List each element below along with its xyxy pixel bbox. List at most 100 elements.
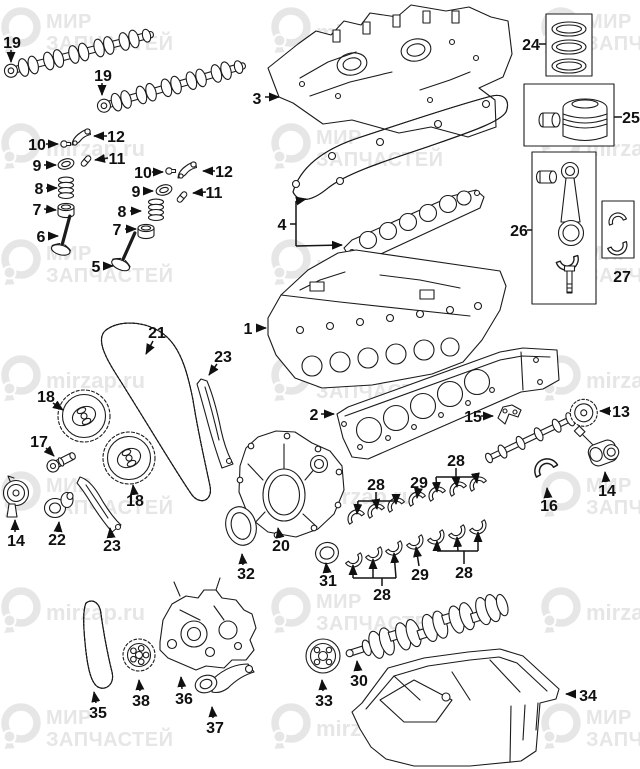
part-number-label: 9: [132, 184, 141, 201]
callout-28-bearings-lower-left: 28: [348, 552, 400, 604]
part-balance-shaft: [484, 398, 598, 464]
callout-4-gaskets: 4: [278, 196, 343, 250]
callout-21-timing-chain: 21: [145, 325, 166, 355]
callout-32-front-seal: 32: [237, 553, 255, 583]
part-oil-pump-arm: [194, 663, 255, 694]
part-number-label: 17: [30, 434, 48, 451]
watermark-brand: МИР: [46, 707, 92, 729]
part-number-label: 18: [126, 493, 144, 510]
callout-13-balance-shaft: 13: [599, 404, 630, 421]
callout-6-valve: 6: [37, 229, 59, 246]
part-valve-spring: [57, 176, 75, 200]
part-number-label: 3: [253, 91, 262, 108]
part-camshaft-intake: [94, 56, 249, 117]
callout-23-chain-guide-2: 23: [103, 527, 121, 555]
part-crankshaft: [345, 593, 509, 659]
watermark-brand: ЗАПЧАСТЕЙ: [586, 31, 640, 55]
part-number-label: 6: [37, 229, 46, 246]
callout-28-bearings-lower-right: 28: [432, 531, 483, 582]
callout-18-sprocket: 18: [37, 389, 64, 411]
part-plug: [43, 491, 74, 519]
part-number-label: 29: [411, 567, 429, 584]
callout-34-oil-pan: 34: [565, 688, 597, 705]
part-number-label: 25: [622, 110, 640, 127]
watermark-site: mirzap.ru: [46, 136, 145, 161]
callout-19-camshaft-2: 19: [94, 68, 112, 96]
part-number-label: 28: [367, 477, 385, 494]
part-valve-tappet: [57, 202, 75, 219]
part-number-label: 7: [113, 222, 122, 239]
part-number-label: 11: [206, 185, 223, 202]
part-number-label: 5: [92, 259, 101, 276]
part-bracket: [497, 404, 522, 425]
part-timing-cover: [236, 430, 345, 539]
part-number-label: 12: [215, 164, 233, 181]
watermark-site: mirzap.ru: [46, 600, 145, 625]
part-connecting-rod-kit: [531, 151, 597, 305]
part-number-label: 28: [447, 453, 465, 470]
part-number-label: 4: [278, 217, 287, 234]
callout-37-pump-arm: 37: [206, 706, 224, 737]
callout-16-thrust-washer: 16: [540, 487, 558, 515]
callout-29-thrust-lower: 29: [411, 546, 429, 584]
part-number-label: 29: [410, 475, 428, 492]
callout-3-valve-cover: 3: [253, 91, 280, 108]
callout-26-rod-kit: 26: [510, 223, 532, 240]
part-number-label: 28: [455, 565, 473, 582]
part-spring-retainer-2: [154, 182, 174, 198]
part-number-label: 9: [33, 158, 42, 175]
part-number-label: 21: [148, 325, 166, 342]
callout-12-rocker: 12: [93, 129, 125, 146]
watermark-brand: ЗАПЧАСТЕЙ: [586, 727, 640, 751]
part-number-label: 19: [94, 68, 112, 85]
callout-2-head-gasket: 2: [310, 407, 335, 424]
part-number-label: 10: [28, 137, 46, 154]
part-number-label: 35: [89, 705, 107, 722]
callout-27-rod-bearings: 27: [613, 269, 631, 286]
watermark-brand: ЗАПЧАСТЕЙ: [316, 147, 443, 171]
part-number-label: 8: [118, 204, 127, 221]
part-number-label: 14: [7, 533, 25, 550]
part-cylinder-head: [267, 249, 507, 389]
callout-36-oil-pump: 36: [175, 676, 193, 708]
watermark-brand: МИР: [46, 11, 92, 33]
callout-8-spring-2: 8: [118, 204, 142, 221]
watermark-brand: ЗАПЧАСТЕЙ: [46, 727, 173, 751]
callout-9-retainer: 9: [33, 158, 57, 175]
part-number-label: 34: [579, 688, 597, 705]
part-number-label: 27: [613, 269, 631, 286]
part-number-label: 22: [48, 532, 66, 549]
watermark-site: mirzap.ru: [46, 368, 145, 393]
part-tensioner-left: [2, 475, 30, 518]
callout-7-tappet-2: 7: [113, 222, 137, 239]
part-number-label: 26: [510, 223, 528, 240]
part-head-gasket: [336, 347, 560, 460]
part-number-label: 2: [310, 407, 319, 424]
part-number-label: 14: [598, 483, 616, 500]
part-number-label: 36: [175, 691, 193, 708]
part-valve-spring-2: [147, 198, 165, 222]
part-number-label: 15: [464, 409, 482, 426]
watermark-brand: ЗАПЧАСТЕЙ: [586, 495, 640, 519]
callout-38-pump-sprocket: 38: [132, 679, 150, 710]
part-number-label: 13: [612, 404, 630, 421]
part-intake-gasket: [343, 189, 485, 263]
part-timing-chain: [101, 322, 212, 502]
part-number-label: 31: [319, 573, 337, 590]
part-number-label: 23: [214, 349, 232, 366]
callout-15-bracket: 15: [464, 409, 494, 426]
callout-1-cylinder-head: 1: [244, 321, 267, 338]
part-number-label: 24: [522, 37, 540, 54]
part-valve-keeper-2: [175, 190, 189, 204]
part-number-label: 11: [109, 151, 126, 168]
callout-29-thrust-upper: 29: [410, 475, 428, 499]
callout-5-valve: 5: [92, 259, 114, 276]
part-number-label: 16: [540, 498, 558, 515]
part-main-bearings-lower: [345, 519, 491, 572]
part-oil-pump: [159, 577, 257, 671]
callout-14-tensioner-left: 14: [7, 519, 25, 550]
part-number-label: 28: [373, 587, 391, 604]
part-number-label: 8: [35, 181, 44, 198]
